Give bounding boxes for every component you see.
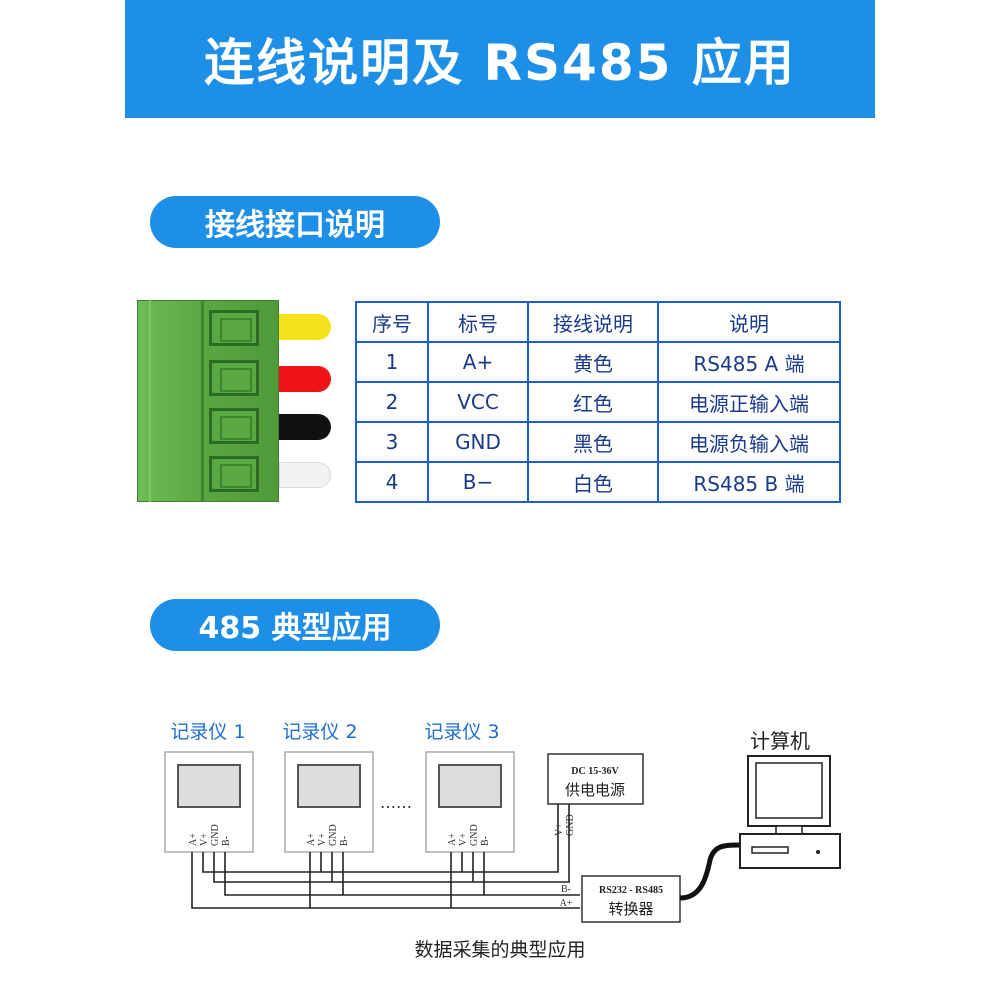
recorder-2-label: 记录仪 2 — [282, 721, 357, 743]
page-title: 连线说明及 RS485 应用 — [204, 34, 796, 92]
table-cell: VCC — [427, 381, 529, 423]
terminal-block-image — [137, 300, 279, 502]
table-header: 接线说明 — [527, 301, 659, 343]
page-title-banner: 连线说明及 RS485 应用 — [125, 0, 875, 118]
terminal-slot — [209, 456, 259, 492]
table-cell: 4 — [355, 461, 429, 503]
psu-name-label: 供电电源 — [565, 782, 625, 799]
table-cell: 电源负输入端 — [657, 421, 841, 463]
psu-pin-label: GND — [565, 814, 576, 836]
pin-label: B- — [480, 836, 491, 846]
bus-wiring — [191, 804, 580, 909]
table-cell: 白色 — [527, 461, 659, 503]
pin-label: A+ — [306, 833, 317, 846]
table-header: 序号 — [355, 301, 429, 343]
computer-icon — [739, 755, 841, 869]
psu-voltage-label: DC 15-36V — [571, 766, 619, 777]
table-cell: B− — [427, 461, 529, 503]
terminal-divider — [201, 300, 204, 502]
wire-yellow — [279, 314, 331, 340]
table-row: 3 GND 黑色 电源负输入端 — [355, 421, 841, 463]
table-header: 说明 — [657, 301, 841, 343]
recorder-3-label: 记录仪 3 — [424, 721, 499, 743]
computer-label: 计算机 — [750, 729, 810, 753]
table-row: 4 B− 白色 RS485 B 端 — [355, 461, 841, 503]
table-cell: RS485 B 端 — [657, 461, 841, 503]
diagram-caption: 数据采集的典型应用 — [414, 939, 586, 961]
recorder-1: A+ V+ GND B- — [164, 751, 254, 853]
pin-label: A+ — [447, 833, 458, 846]
pin-label: B- — [339, 836, 350, 846]
table-row: 1 A+ 黄色 RS485 A 端 — [355, 341, 841, 383]
table-cell: 黄色 — [527, 341, 659, 383]
table-cell: 1 — [355, 341, 429, 383]
table-cell: GND — [427, 421, 529, 463]
table-cell: 红色 — [527, 381, 659, 423]
table-cell: 2 — [355, 381, 429, 423]
pin-label: GND — [328, 824, 339, 846]
table-cell: 电源正输入端 — [657, 381, 841, 423]
recorder-3: A+ V+ GND B- — [425, 751, 515, 853]
terminal-slot — [209, 310, 259, 346]
terminal-edge — [149, 300, 151, 502]
table-header: 标号 — [427, 301, 529, 343]
rs232-rs485-converter: RS232 - RS485 转换器 — [581, 875, 681, 923]
section-heading-wiring: 接线接口说明 — [150, 196, 440, 248]
pin-label: GND — [469, 824, 480, 846]
terminal-slot — [209, 360, 259, 396]
wire-red — [279, 366, 331, 392]
section-heading-wiring-label: 接线接口说明 — [205, 208, 385, 243]
pin-label: V+ — [199, 833, 210, 846]
pin-label: V+ — [458, 833, 469, 846]
pin-label: A+ — [188, 833, 199, 846]
terminal-slot — [209, 408, 259, 444]
section-heading-application-label: 485 典型应用 — [198, 611, 392, 646]
bus-label-a: A+ — [560, 898, 573, 909]
table-header-row: 序号 标号 接线说明 说明 — [355, 301, 841, 343]
table-cell: A+ — [427, 341, 529, 383]
recorder-2: A+ V+ GND B- — [284, 751, 374, 853]
pin-label: B- — [221, 836, 232, 846]
table-cell: 黑色 — [527, 421, 659, 463]
recorder-1-label: 记录仪 1 — [170, 721, 245, 743]
power-supply: DC 15-36V 供电电源 V+ GND — [547, 753, 644, 836]
wire-white — [279, 462, 331, 488]
table-cell: RS485 A 端 — [657, 341, 841, 383]
pin-definition-table: 序号 标号 接线说明 说明 1 A+ 黄色 RS485 A 端 2 VCC 红色… — [355, 301, 841, 503]
recorder-ellipsis: …… — [380, 793, 412, 812]
psu-pin-label: V+ — [554, 823, 565, 836]
table-cell: 3 — [355, 421, 429, 463]
converter-name-label: 转换器 — [608, 901, 653, 918]
serial-cable — [679, 842, 741, 901]
wire-black — [279, 414, 331, 440]
table-row: 2 VCC 红色 电源正输入端 — [355, 381, 841, 423]
section-heading-application: 485 典型应用 — [150, 599, 440, 651]
converter-model-label: RS232 - RS485 — [599, 885, 663, 896]
bus-label-b: B- — [561, 884, 571, 895]
pin-label: V+ — [317, 833, 328, 846]
pin-label: GND — [210, 824, 221, 846]
